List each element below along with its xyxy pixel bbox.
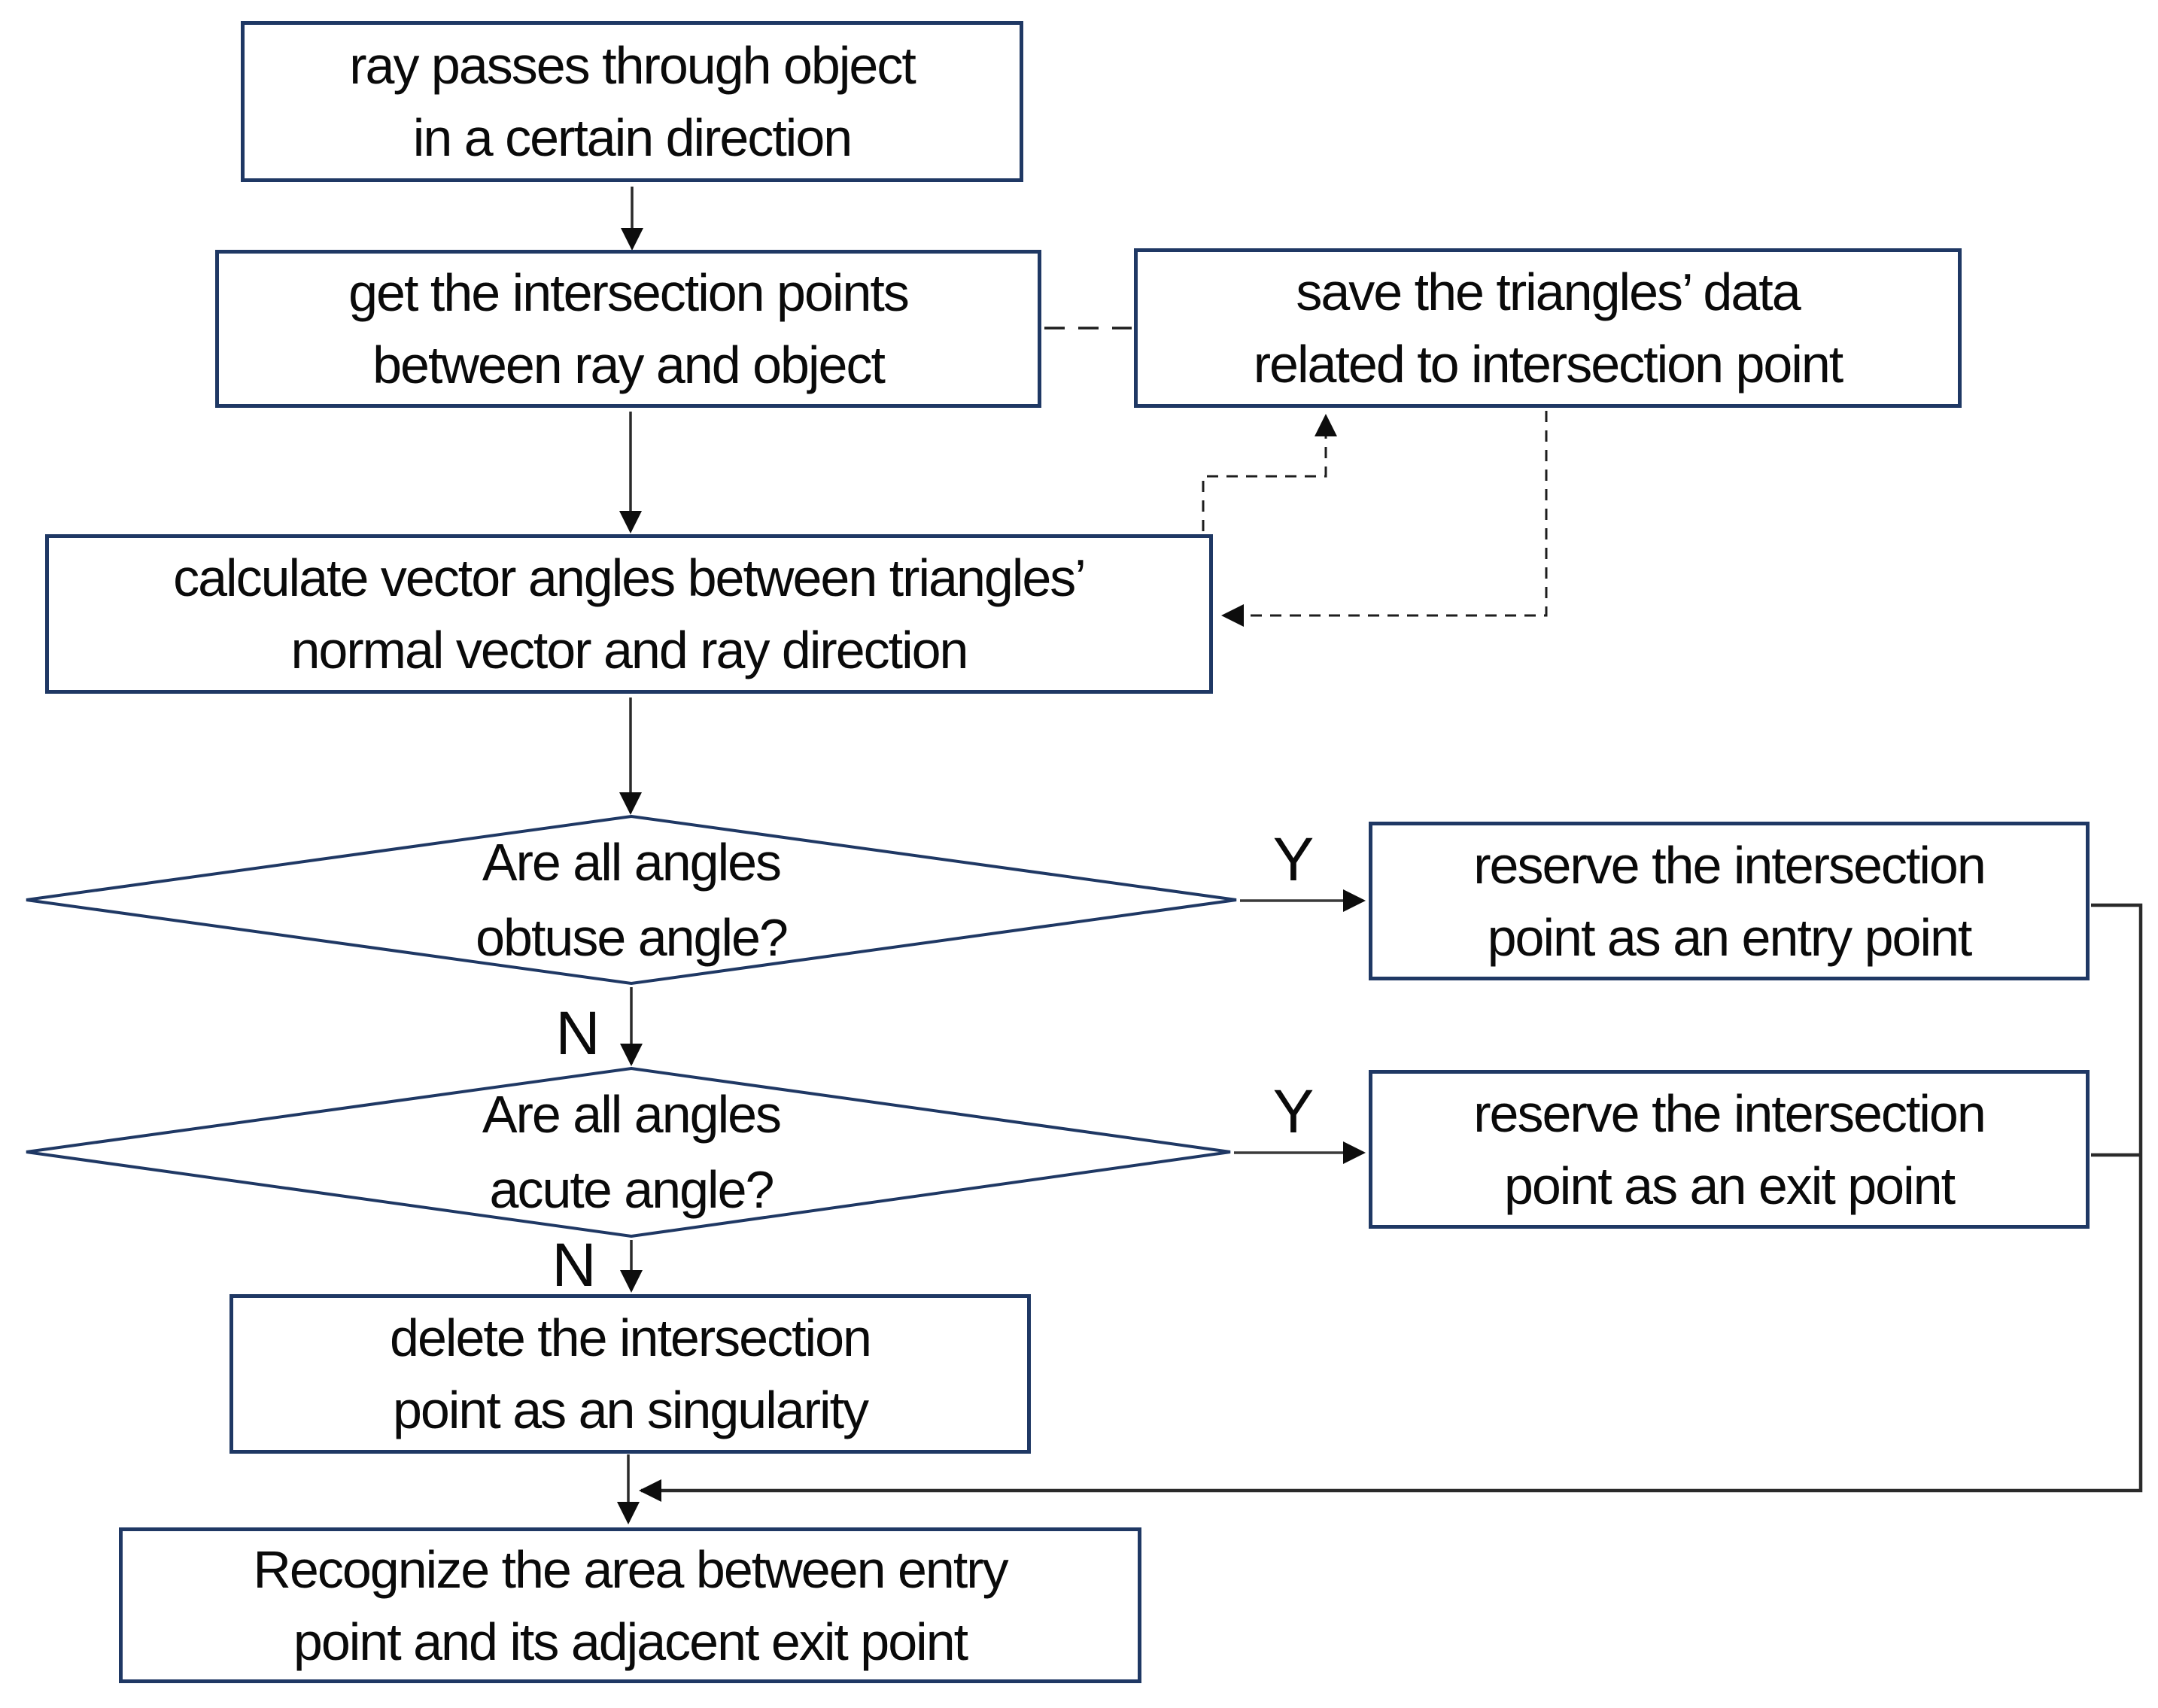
node-calc-box: calculate vector angles between triangle…	[45, 534, 1213, 694]
decision-obtuse-diamond	[26, 814, 1237, 986]
edge-calc-to-save-dashed	[1202, 414, 1337, 531]
node-save-box: save the triangles’ data related to inte…	[1134, 248, 1962, 408]
label-obtuse-no: N	[555, 999, 600, 1068]
label-acute-no: N	[552, 1231, 596, 1299]
node-get-box: get the intersection points between ray …	[215, 250, 1041, 408]
edge-entry-to-merge	[639, 903, 2143, 1502]
node-recognize-box: Recognize the area between entry point a…	[119, 1527, 1141, 1683]
label-acute-yes: Y	[1272, 1077, 1315, 1146]
decision-acute-label: Are all angles acute angle?	[482, 1085, 782, 1219]
node-entry-box: reserve the intersection point as an ent…	[1369, 822, 2090, 980]
edge-save-to-calc-dashed	[1221, 411, 1548, 627]
node-ray-box: ray passes through object in a certain d…	[241, 21, 1023, 182]
decision-obtuse-label: Are all angles obtuse angle?	[476, 833, 789, 967]
node-exit-box: reserve the intersection point as an exi…	[1369, 1070, 2090, 1229]
node-delete-box: delete the intersection point as an sing…	[229, 1294, 1031, 1454]
decision-acute-diamond	[26, 1066, 1231, 1238]
label-obtuse-yes: Y	[1272, 825, 1315, 894]
